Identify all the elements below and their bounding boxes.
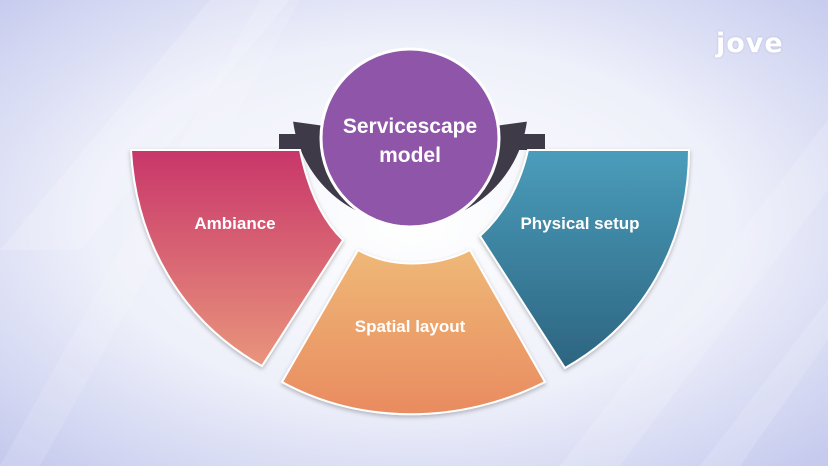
label-ambiance: Ambiance [194,214,275,233]
jove-logo: jove [716,28,784,59]
center-circle [319,47,501,229]
segment-ambiance [129,149,345,368]
center-title-line1: Servicescape [343,115,477,138]
center-title-line2: model [379,144,441,167]
segment-physical-setup [478,149,691,370]
label-spatial-layout: Spatial layout [355,317,466,336]
segment-spatial-layout [280,248,547,416]
label-physical-setup: Physical setup [520,214,639,233]
